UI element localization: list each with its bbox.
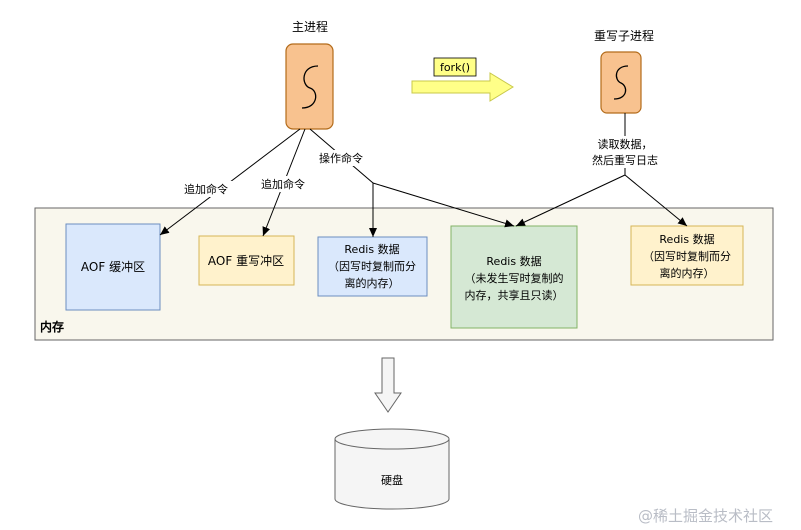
main-process-box <box>285 43 334 130</box>
child-process-thread-icon <box>613 65 629 100</box>
child-process-label: 重写子进程 <box>594 28 654 43</box>
arrow-operate-to-shared <box>372 182 515 228</box>
aof-rewrite-buffer-text: AOF 重写冲区 <box>208 253 284 268</box>
redis-data-left-line-3: 离的内存） <box>345 276 400 290</box>
arrow-child-to-right <box>624 174 688 227</box>
fork-arrow <box>411 72 514 102</box>
redis-data-right-line-1: Redis 数据 <box>659 232 714 246</box>
edge-label-append-cmd-1: 追加命令 <box>184 182 228 196</box>
fork-label: fork() <box>440 61 470 74</box>
aof-buffer-text: AOF 缓冲区 <box>81 259 145 274</box>
edge-label-bg-2 <box>255 176 311 192</box>
redis-data-shared-line-1: Redis 数据 <box>486 254 541 268</box>
disk-cylinder-top <box>334 428 450 450</box>
main-process-thread-icon <box>301 65 319 109</box>
redis-data-shared-line-2: （未发生写时复制的 <box>465 271 564 285</box>
edge-label-read-data-line-1: 读取数据， <box>598 137 653 151</box>
edge-label-read-data-line-2: 然后重写日志 <box>592 153 658 167</box>
redis-data-right-line-2: （因写时复制而分 <box>643 249 731 263</box>
edge-label-bg-4 <box>590 136 662 168</box>
disk-label: 硬盘 <box>381 473 403 487</box>
fork-label-box <box>433 57 477 77</box>
aof-buffer-box <box>65 223 161 311</box>
edge-label-bg-3 <box>313 150 369 166</box>
redis-data-right-line-3: 离的内存） <box>660 266 715 280</box>
redis-data-left-line-2: （因写时复制而分 <box>328 259 416 273</box>
down-arrow <box>374 357 402 413</box>
edge-label-operate-cmd: 操作命令 <box>319 151 363 165</box>
disk-cylinder <box>334 439 450 510</box>
redis-data-left-box <box>317 236 428 297</box>
redis-data-left-line-1: Redis 数据 <box>344 242 399 256</box>
edge-label-bg-1 <box>178 181 234 197</box>
redis-data-shared-box <box>450 225 578 329</box>
memory-label: 内存 <box>40 319 64 334</box>
redis-data-right-box <box>630 225 744 286</box>
aof-rewrite-buffer-box <box>198 235 295 286</box>
edge-label-append-cmd-2: 追加命令 <box>261 177 305 191</box>
main-process-label: 主进程 <box>292 19 328 34</box>
redis-data-shared-line-3: 内存，共享且只读） <box>465 288 564 302</box>
watermark: @稀土掘金技术社区 <box>638 507 773 525</box>
